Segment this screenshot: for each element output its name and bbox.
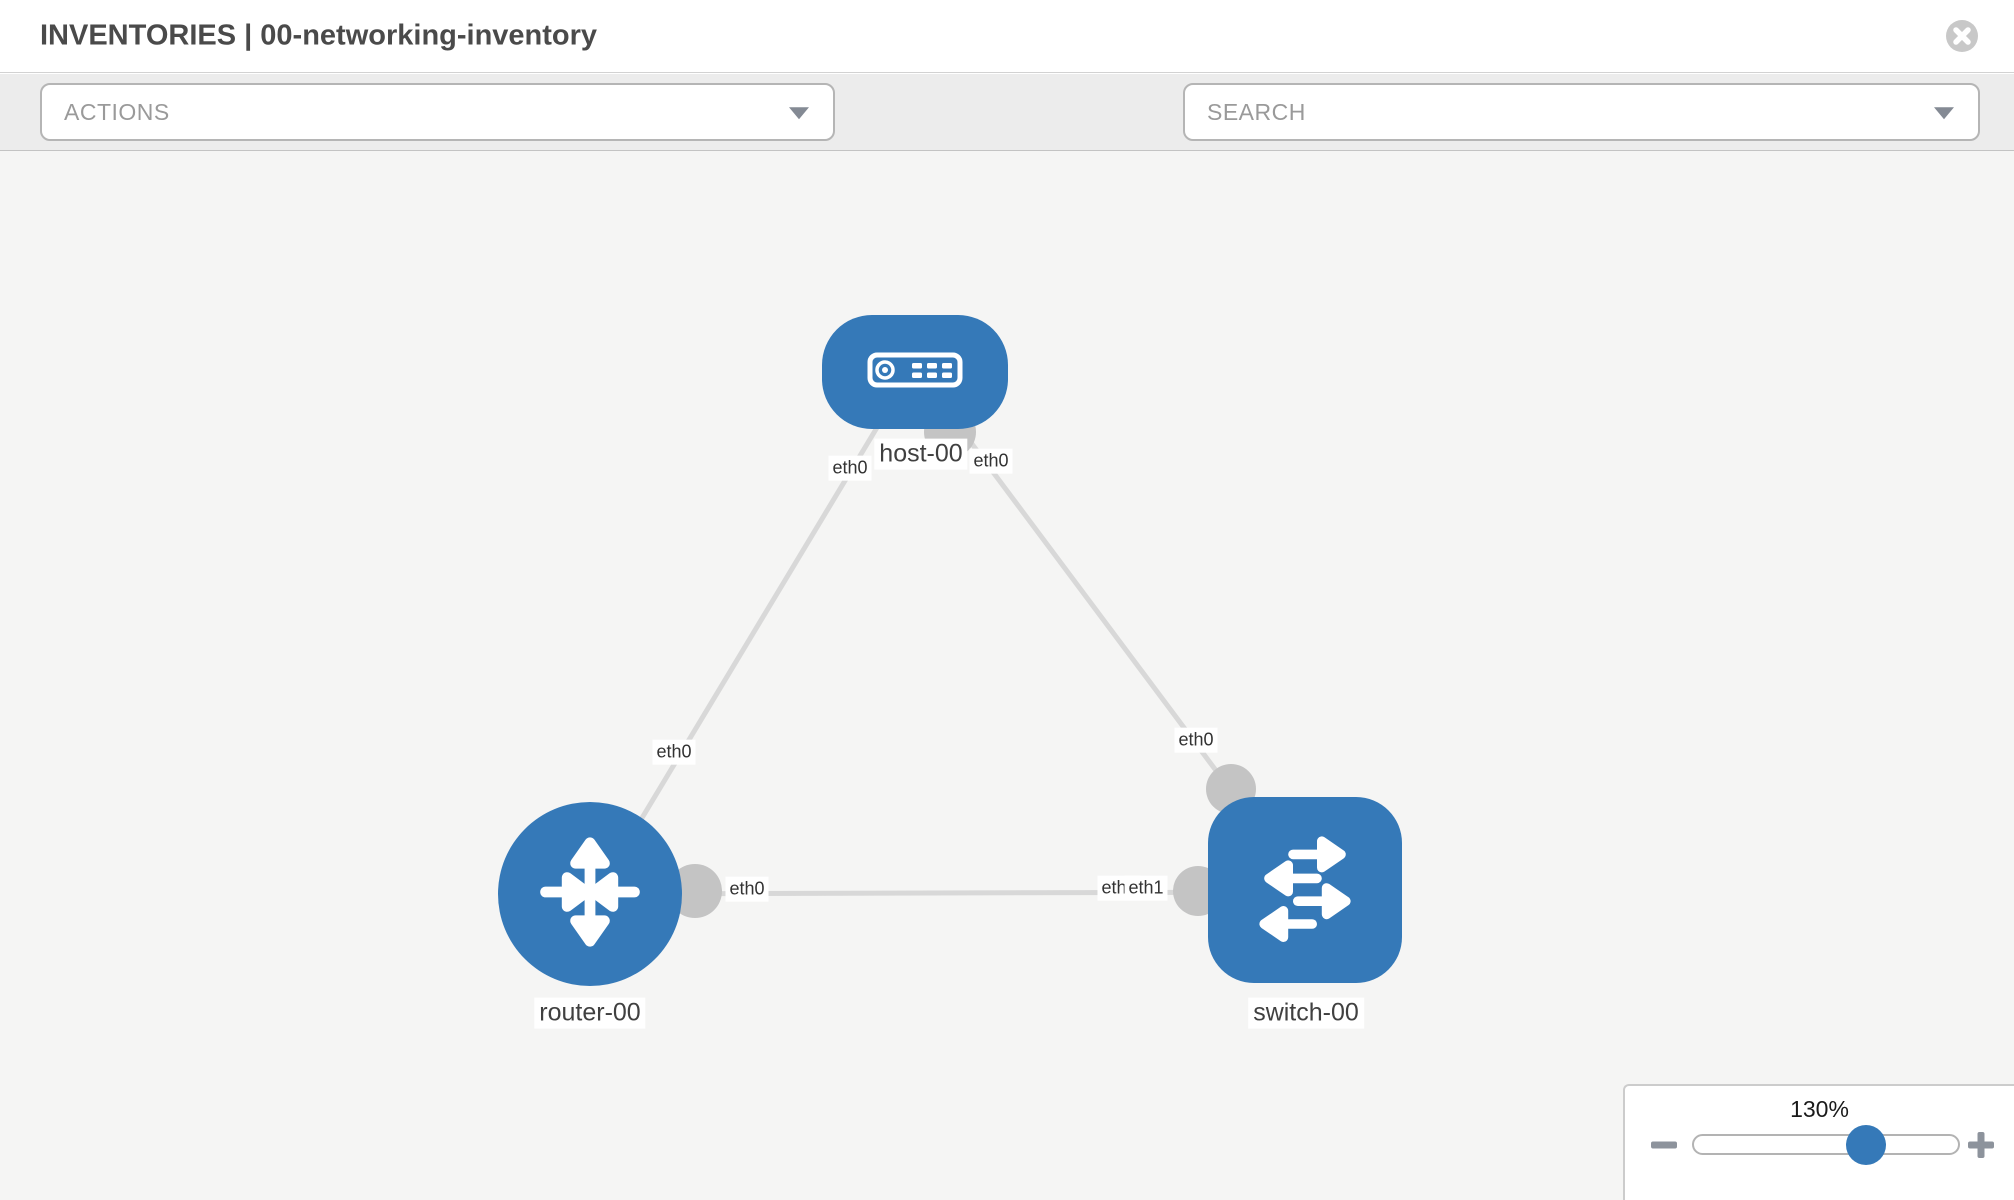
search-dropdown-label: SEARCH: [1207, 98, 1306, 125]
if-label-host-eth0-right: eth0: [969, 448, 1013, 474]
node-host-00[interactable]: [822, 315, 1008, 429]
host-icon: [867, 352, 963, 393]
zoom-out-button[interactable]: [1649, 1130, 1679, 1160]
zoom-in-button[interactable]: [1964, 1128, 1998, 1162]
chevron-down-icon: [1934, 107, 1954, 120]
node-label-switch: switch-00: [1248, 997, 1364, 1029]
port-router: [668, 864, 722, 918]
node-label-router: router-00: [534, 997, 646, 1029]
minus-icon: [1649, 1141, 1679, 1164]
if-label-router-eth0-up: eth0: [652, 739, 696, 765]
close-button[interactable]: [1944, 18, 1980, 54]
search-dropdown[interactable]: SEARCH: [1183, 83, 1980, 141]
toolbar: ACTIONS SEARCH: [0, 74, 2014, 208]
if-label-host-eth0-left: eth0: [828, 455, 872, 481]
zoom-slider-thumb[interactable]: [1846, 1125, 1886, 1165]
router-icon: [530, 832, 650, 957]
if-label-switch-eth0-up: eth0: [1174, 727, 1218, 753]
node-label-host: host-00: [874, 438, 968, 470]
switch-icon: [1243, 828, 1367, 953]
actions-dropdown[interactable]: ACTIONS: [40, 83, 835, 141]
plus-icon: [1964, 1132, 1998, 1166]
chevron-down-icon: [789, 107, 809, 120]
if-label-router-eth0: eth0: [725, 876, 769, 902]
if-label-switch-eth1: eth1: [1124, 875, 1168, 901]
header: INVENTORIES | 00-networking-inventory: [0, 0, 2014, 73]
page-title: INVENTORIES | 00-networking-inventory: [40, 19, 598, 52]
node-switch-00[interactable]: [1208, 797, 1402, 983]
close-icon: [1944, 20, 1980, 58]
node-router-00[interactable]: [498, 802, 682, 986]
zoom-panel: 130%: [1623, 1084, 2014, 1200]
actions-dropdown-label: ACTIONS: [64, 98, 170, 125]
zoom-level-label: 130%: [1790, 1096, 1849, 1122]
zoom-slider[interactable]: [1692, 1125, 1960, 1165]
topology-canvas[interactable]: host-00 router-00 switch-00 eth0 eth0 et…: [0, 151, 2014, 1200]
links-layer: [589, 379, 1301, 918]
